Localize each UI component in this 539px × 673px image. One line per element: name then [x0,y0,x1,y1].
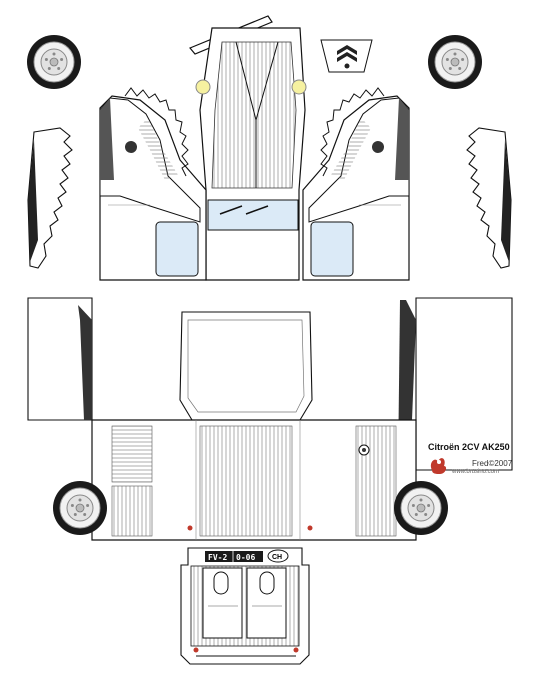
fuel-cap-icon [358,444,370,456]
left-fender-flap [27,127,73,269]
brusino-logo-icon [430,458,447,474]
website-text: www.brusino.com [451,469,499,475]
badge-piece [320,39,373,73]
rear-tail-light-right [293,647,299,653]
country-code: CH [272,554,282,561]
tail-light-left [187,525,193,531]
country-oval [267,549,289,563]
wheel-icon [427,34,483,90]
main-body-piece [27,297,513,541]
right-side-front-piece [302,87,410,281]
hood-windshield-piece [195,27,307,281]
rear-panel-piece: FV-2 0-06 CH [180,547,310,665]
license-plate [205,551,263,562]
wheel-icon [26,34,82,90]
headlight-right [291,79,307,95]
plate-left: FV-2 [208,553,227,562]
left-side-front-piece [99,87,207,281]
tail-light-right [307,525,313,531]
wheel-icon [52,480,108,536]
credit-text: Fred©2007 [472,459,513,468]
right-fender-flap [466,127,512,269]
rear-tail-light-left [193,647,199,653]
citroen-chevron-icon [337,45,357,62]
headlight-left [195,79,211,95]
plate-right: 0-06 [236,553,255,562]
wheel-icon [393,480,449,536]
model-title: Citroën 2CV AK250 [428,442,510,452]
